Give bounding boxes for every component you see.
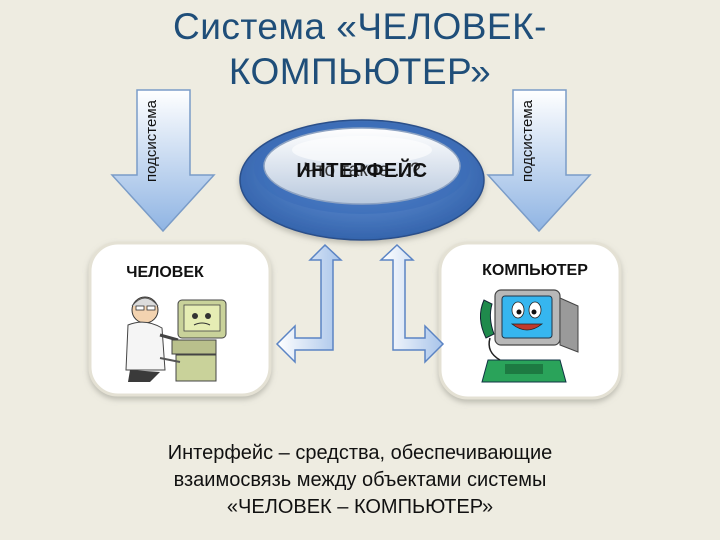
left-subsystem-label: подсистема xyxy=(143,100,160,182)
interface-oval xyxy=(239,119,485,241)
person-at-computer-illustration xyxy=(118,285,233,385)
slide-title: Система «ЧЕЛОВЕК- КОМПЬЮТЕР» xyxy=(0,4,720,94)
caption-line-1: Интерфейс – средства, обеспечивающие xyxy=(167,442,553,464)
interface-definition-caption: Интерфейс – средства, обеспечивающие вза… xyxy=(60,440,660,521)
computer-on-phone-illustration xyxy=(478,287,586,390)
caption-line-3: «ЧЕЛОВЕК – КОМПЬЮТЕР» xyxy=(226,496,494,518)
arrow-oval-to-computer xyxy=(379,243,445,364)
caption-line-2: взаимосвязь между объектами системы xyxy=(173,469,547,491)
computer-label: КОМПЬЮТЕР xyxy=(482,262,588,279)
right-subsystem-arrow xyxy=(486,89,592,233)
interface-ghost-question: Что такое ...? xyxy=(303,160,421,181)
human-label: ЧЕЛОВЕК xyxy=(126,264,204,281)
title-line-2: КОМПЬЮТЕР» xyxy=(228,51,492,92)
arrow-oval-to-human xyxy=(275,243,343,364)
left-subsystem-arrow xyxy=(110,89,216,233)
title-line-1: Система «ЧЕЛОВЕК- xyxy=(172,6,547,47)
interface-label: ИНТЕРФЕЙС xyxy=(296,160,428,182)
right-subsystem-label: подсистема xyxy=(519,100,536,182)
